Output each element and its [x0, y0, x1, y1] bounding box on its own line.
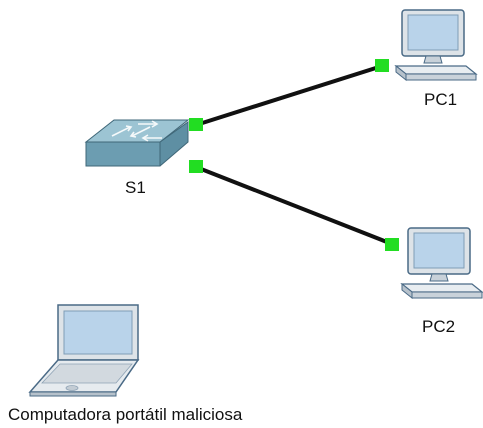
port-light-s1-to-pc2: [189, 160, 203, 173]
desktop-pc-icon: [394, 9, 478, 82]
port-light-pc1: [375, 59, 389, 72]
links-layer: [195, 64, 393, 246]
pc2-label: PC2: [422, 317, 455, 336]
laptop-icon: [28, 304, 140, 397]
pc2[interactable]: PC2: [400, 227, 483, 336]
switch-s1[interactable]: S1: [84, 119, 190, 197]
switch-icon: [84, 119, 190, 167]
laptop-label: Computadora portátil maliciosa: [8, 405, 243, 424]
desktop-pc-icon: [400, 227, 483, 300]
port-lights: [189, 59, 399, 251]
pc1-label: PC1: [424, 90, 457, 109]
link-s1-pc2[interactable]: [195, 165, 393, 246]
port-light-pc2: [385, 238, 399, 251]
pc1[interactable]: PC1: [394, 9, 478, 109]
laptop[interactable]: Computadora portátil maliciosa: [8, 304, 243, 424]
link-s1-pc1[interactable]: [195, 64, 383, 127]
switch-label: S1: [125, 178, 146, 197]
port-light-s1-to-pc1: [189, 118, 203, 131]
